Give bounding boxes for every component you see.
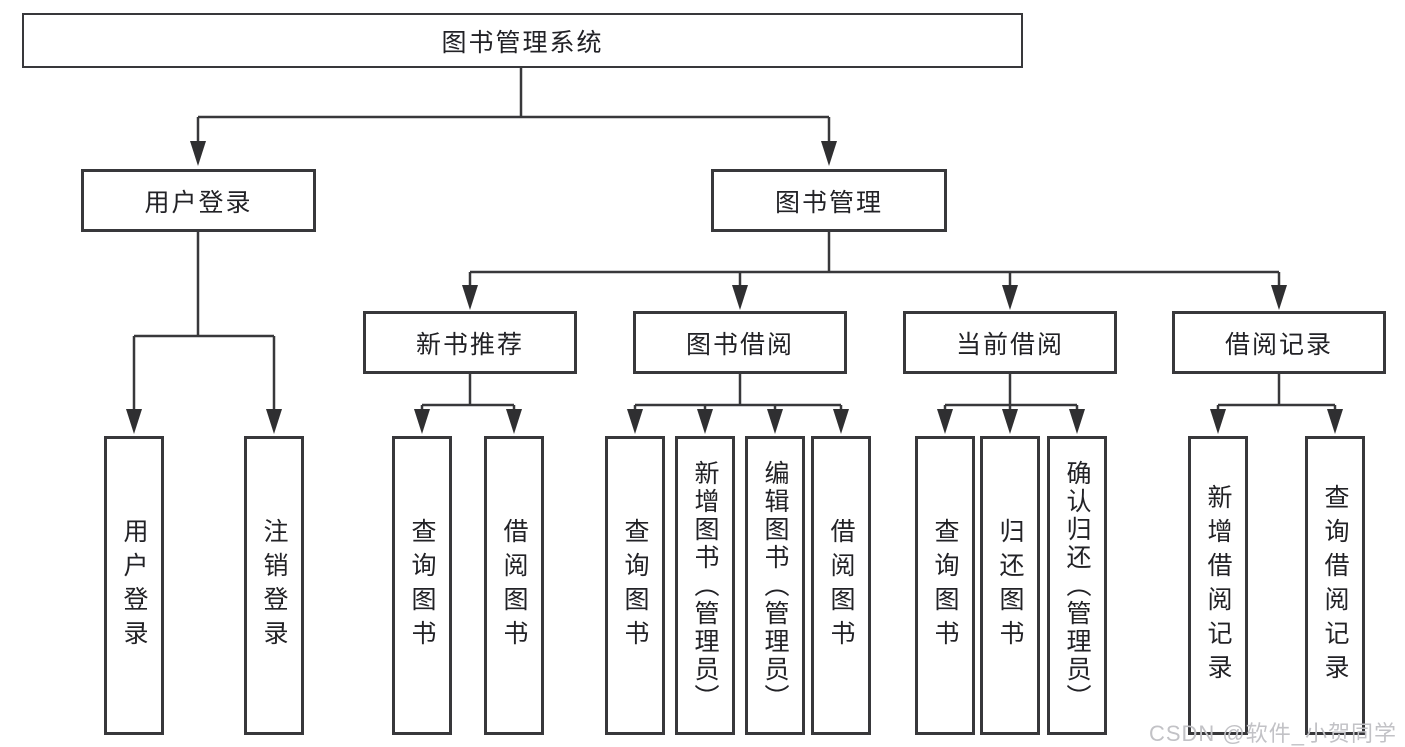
node-book-management: 图书管理 xyxy=(711,169,947,232)
leaf-query-books-recommend: 查询图书 xyxy=(392,436,452,735)
leaf-label: 新增借阅记录 xyxy=(1204,483,1232,688)
node-label: 图书借阅 xyxy=(685,330,794,359)
leaf-borrow-books-recommend: 借阅图书 xyxy=(484,436,544,735)
node-current-borrowing: 当前借阅 xyxy=(903,311,1117,374)
leaf-label: 编辑图书（管理员） xyxy=(761,459,789,712)
node-label: 借阅记录 xyxy=(1224,330,1333,359)
leaf-return-books: 归还图书 xyxy=(980,436,1040,735)
node-label: 用户登录 xyxy=(144,188,253,217)
leaf-logout: 注销登录 xyxy=(244,436,304,735)
leaf-label: 查询借阅记录 xyxy=(1321,483,1349,688)
node-new-book-recommend: 新书推荐 xyxy=(363,311,577,374)
leaf-label: 用户登录 xyxy=(120,517,148,654)
node-borrow-records: 借阅记录 xyxy=(1172,311,1386,374)
leaf-label: 归还图书 xyxy=(996,517,1024,654)
node-label: 图书管理 xyxy=(774,188,883,217)
leaf-add-books-admin: 新增图书（管理员） xyxy=(675,436,735,735)
node-label: 图书管理系统 xyxy=(441,28,604,57)
node-book-borrowing: 图书借阅 xyxy=(633,311,847,374)
leaf-confirm-return-admin: 确认归还（管理员） xyxy=(1047,436,1107,735)
leaf-user-login: 用户登录 xyxy=(104,436,164,735)
leaf-query-books-current: 查询图书 xyxy=(915,436,975,735)
leaf-label: 借阅图书 xyxy=(827,517,855,654)
leaf-label: 查询图书 xyxy=(408,517,436,654)
leaf-query-books-borrowing: 查询图书 xyxy=(605,436,665,735)
node-label: 当前借阅 xyxy=(955,330,1064,359)
leaf-edit-books-admin: 编辑图书（管理员） xyxy=(745,436,805,735)
leaf-label: 确认归还（管理员） xyxy=(1063,459,1091,712)
csdn-watermark: CSDN @软件_小贺同学 xyxy=(1148,721,1397,746)
node-user-login: 用户登录 xyxy=(81,169,316,232)
leaf-label: 借阅图书 xyxy=(500,517,528,654)
leaf-add-borrow-record: 新增借阅记录 xyxy=(1188,436,1248,735)
leaf-borrow-books: 借阅图书 xyxy=(811,436,871,735)
leaf-label: 查询图书 xyxy=(931,517,959,654)
leaf-label: 注销登录 xyxy=(260,517,288,654)
node-library-management-system: 图书管理系统 xyxy=(22,13,1023,68)
leaf-query-borrow-record: 查询借阅记录 xyxy=(1305,436,1365,735)
arrowheads xyxy=(126,141,1343,434)
leaf-label: 查询图书 xyxy=(621,517,649,654)
node-label: 新书推荐 xyxy=(415,330,524,359)
leaf-label: 新增图书（管理员） xyxy=(691,459,719,712)
